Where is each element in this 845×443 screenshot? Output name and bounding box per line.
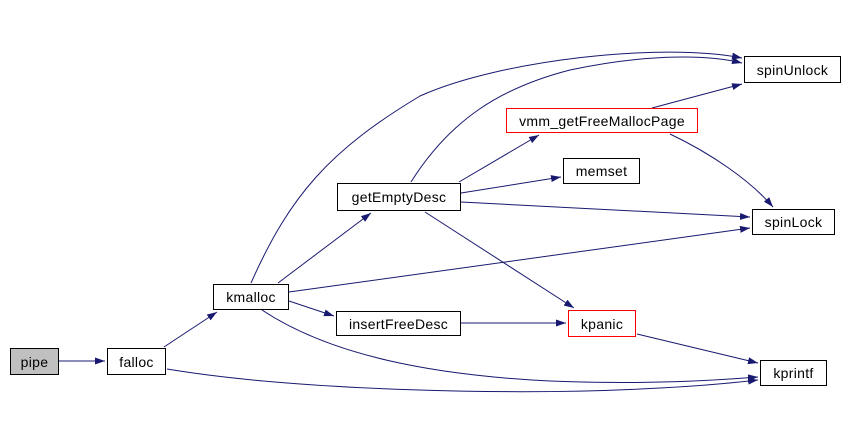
edge-kmalloc-kprintf bbox=[261, 309, 759, 383]
node-spinlock[interactable]: spinLock bbox=[752, 209, 835, 235]
node-pipe: pipe bbox=[10, 348, 59, 375]
node-vmm-getfreemallocpage[interactable]: vmm_getFreeMallocPage bbox=[506, 108, 698, 133]
edge-falloc-kmalloc bbox=[163, 311, 218, 348]
node-kpanic[interactable]: kpanic bbox=[568, 310, 636, 337]
edge-vmmgetfreemallocpage-spinunlock bbox=[651, 83, 743, 109]
node-kprintf[interactable]: kprintf bbox=[760, 360, 827, 386]
edge-kmalloc-spinlock bbox=[288, 225, 751, 293]
edge-kmalloc-insertfreedesc bbox=[288, 300, 335, 317]
edge-falloc-kprintf bbox=[166, 368, 759, 393]
edge-getemptydesc-spinunlock bbox=[410, 56, 743, 183]
edge-vmmgetfreemallocpage-spinlock bbox=[669, 133, 774, 208]
edge-kmalloc-getemptydesc bbox=[277, 212, 372, 284]
node-getemptydesc[interactable]: getEmptyDesc bbox=[337, 183, 461, 211]
node-falloc[interactable]: falloc bbox=[107, 348, 166, 375]
edge-kpanic-kprintf bbox=[636, 333, 759, 365]
node-memset[interactable]: memset bbox=[563, 158, 640, 184]
edge-getemptydesc-vmmgetfreemallocpage bbox=[458, 134, 540, 183]
node-insertfreedesc[interactable]: insertFreeDesc bbox=[336, 311, 461, 336]
edge-getemptydesc-kpanic bbox=[424, 211, 575, 309]
node-spinunlock[interactable]: spinUnlock bbox=[744, 56, 841, 83]
edge-getemptydesc-spinlock bbox=[460, 201, 751, 220]
edge-getemptydesc-memset bbox=[460, 175, 562, 194]
edge-kmalloc-spinunlock bbox=[250, 51, 743, 284]
node-kmalloc[interactable]: kmalloc bbox=[213, 284, 289, 310]
